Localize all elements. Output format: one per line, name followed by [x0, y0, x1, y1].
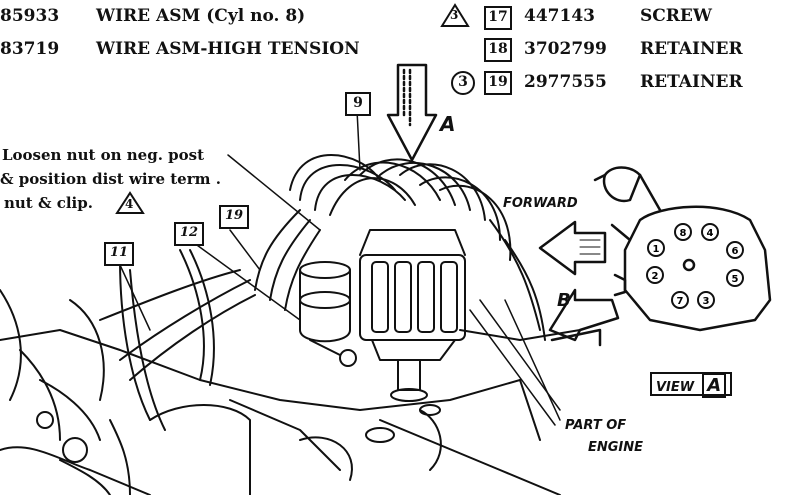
cap-terminal-number: 8: [680, 228, 687, 239]
cap-terminal-number: 3: [703, 296, 710, 307]
instruction-line-2: & position dist wire term .: [0, 170, 221, 188]
cap-terminal-circle: [674, 223, 692, 241]
callout-9: 9: [345, 92, 371, 116]
view-a-arrow: [386, 63, 438, 162]
cap-terminal-circle: [647, 239, 665, 257]
cap-terminal-circle: [671, 291, 689, 309]
cap-terminal-circle: [646, 266, 664, 284]
cap-terminal-number: 7: [677, 296, 684, 307]
part-number-447143: 447143: [524, 6, 595, 26]
cap-terminal-number: 1: [653, 244, 660, 255]
view-b-arrow-label: B: [557, 290, 571, 311]
callout-box-18: 18: [484, 38, 512, 62]
view-letter-a: A: [702, 373, 727, 398]
part-desc-retainer-19: RETAINER: [640, 72, 743, 92]
note-ref-3-circle: 3: [451, 71, 475, 95]
forward-label: FORWARD: [503, 196, 578, 211]
part-desc-wire-asm-high-tension: WIRE ASM-HIGH TENSION: [96, 39, 360, 59]
callout-11: 11: [104, 242, 134, 266]
part-desc-retainer-18: RETAINER: [640, 39, 743, 59]
distributor: [359, 229, 466, 402]
callout-12: 12: [174, 222, 204, 246]
note-ref-3-triangle: 3: [450, 8, 459, 22]
callout-19: 19: [219, 205, 249, 229]
part-number-83719: 83719: [0, 39, 60, 59]
cap-terminal-circle: [701, 223, 719, 241]
view-a-label-box: VIEW A: [650, 372, 733, 398]
part-number-85933: 85933: [0, 6, 60, 26]
ignition-wires: [99, 154, 546, 381]
part-of-label: PART OF: [565, 418, 627, 433]
part-of-engine-leader: [469, 299, 561, 426]
view-b-arrow: [548, 288, 620, 347]
part-desc-wire-asm-cyl8: WIRE ASM (Cyl no. 8): [96, 6, 306, 26]
callout-box-19: 19: [484, 71, 512, 95]
cap-terminal-circle: [726, 269, 744, 287]
note-triangle-row1: [440, 3, 470, 27]
forward-arrow: [538, 220, 607, 276]
instruction-note-ref-4: 4: [125, 197, 134, 211]
part-number-2977555: 2977555: [524, 72, 607, 92]
engine-block: [0, 329, 581, 495]
note-triangle-instruction: [115, 191, 145, 214]
part-desc-screw: SCREW: [640, 6, 712, 26]
view-a-arrow-label: A: [440, 112, 456, 136]
ignition-coil: [299, 261, 357, 367]
callout-box-17: 17: [484, 6, 512, 30]
cap-terminal-number: 2: [652, 271, 659, 282]
distributor-cap-view: [593, 166, 772, 332]
engine-label: ENGINE: [588, 440, 644, 455]
instruction-line-1: Loosen nut on neg. post: [2, 146, 205, 164]
callout-leaders: [119, 109, 561, 421]
cap-terminal-number: 4: [707, 228, 714, 239]
cap-terminal-number: 5: [732, 274, 739, 285]
cap-terminal-circle: [726, 241, 744, 259]
view-label: VIEW: [656, 380, 695, 395]
part-number-3702799: 3702799: [524, 39, 607, 59]
instruction-line-3: nut & clip.: [4, 194, 93, 212]
cap-terminal-number: 6: [732, 246, 739, 257]
cap-terminal-circle: [697, 291, 715, 309]
cap-terminals: 8 4 1 6 2 5 7 3: [646, 223, 744, 309]
